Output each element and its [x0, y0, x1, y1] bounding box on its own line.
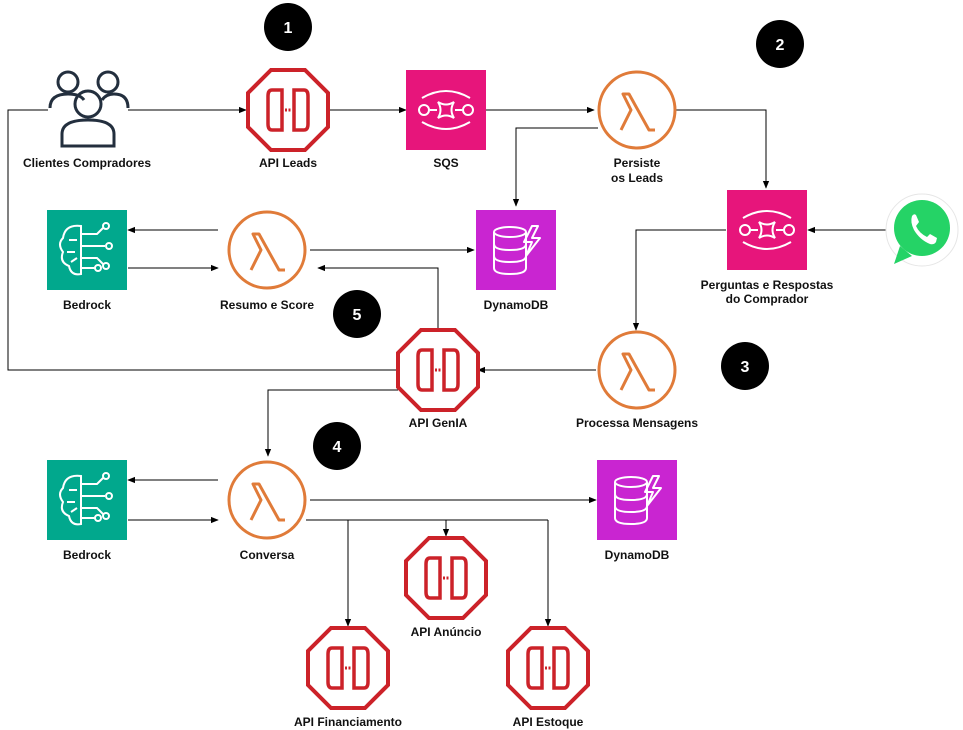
step-badge-3: 3 [721, 342, 769, 390]
api-estoque-node: API Estoque [506, 626, 590, 729]
step-badge-4: 4 [313, 422, 361, 470]
svg-text:3: 3 [741, 359, 750, 376]
edge-api-genia-resumo [317, 264, 439, 330]
step-badge-2: 2 [756, 20, 804, 68]
resumo-node: Resumo e Score [220, 210, 314, 312]
api-genia-label: API GenIA [409, 416, 468, 430]
conversa-node: Conversa [227, 460, 307, 562]
edges [7, 106, 886, 627]
users-icon [48, 70, 130, 148]
users-node: Clientes Compradores [23, 70, 151, 170]
sqs-label: SQS [433, 156, 458, 170]
bedrock-bottom-node: Bedrock [47, 460, 127, 562]
dynamo-top-node: DynamoDB [476, 210, 556, 312]
api-gateway-icon [506, 626, 590, 710]
bedrock-top-label: Bedrock [63, 298, 111, 312]
processa-label: Processa Mensagens [576, 416, 698, 430]
edge-api-genia-users [7, 109, 398, 371]
svg-text:1: 1 [284, 20, 293, 37]
persiste-label-2: os Leads [611, 171, 663, 185]
sqs-icon [406, 70, 486, 150]
api-leads-node: API Leads [246, 68, 330, 170]
lambda-icon [597, 330, 677, 410]
dynamodb-icon [597, 460, 677, 540]
api-estoque-label: API Estoque [513, 715, 584, 729]
api-gateway-icon [306, 626, 390, 710]
lambda-icon [227, 460, 307, 540]
bedrock-icon [47, 460, 127, 540]
conversa-label: Conversa [240, 548, 295, 562]
dynamo-bottom-label: DynamoDB [605, 548, 670, 562]
edge-perguntas-processa [632, 229, 726, 331]
api-financiamento-node: API Financiamento [294, 626, 402, 729]
api-genia-node: API GenIA [396, 328, 480, 430]
whatsapp-node [885, 193, 959, 267]
svg-text:2: 2 [776, 37, 785, 54]
svg-text:4: 4 [333, 439, 342, 456]
lambda-icon [597, 70, 677, 150]
api-financiamento-label: API Financiamento [294, 715, 402, 729]
sqs-node: SQS [406, 70, 486, 170]
users-label: Clientes Compradores [23, 156, 151, 170]
perguntas-label-2: do Comprador [726, 292, 809, 306]
edge-persiste-dynamo [512, 127, 598, 207]
perguntas-label-1: Perguntas e Respostas [701, 278, 834, 292]
api-gateway-icon [396, 328, 480, 412]
api-gateway-icon [246, 68, 330, 152]
dynamodb-icon [476, 210, 556, 290]
edge-api-genia-conversa [264, 389, 398, 457]
dynamo-top-label: DynamoDB [484, 298, 549, 312]
processa-node: Processa Mensagens [576, 330, 698, 430]
bedrock-icon [47, 210, 127, 290]
svg-text:5: 5 [353, 307, 362, 324]
whatsapp-icon [885, 193, 959, 267]
bedrock-top-node: Bedrock [47, 210, 127, 312]
dynamo-bottom-node: DynamoDB [597, 460, 677, 562]
api-anuncio-node: API Anúncio [404, 536, 488, 639]
persiste-node: Persiste os Leads [597, 70, 677, 185]
api-anuncio-label: API Anúncio [411, 625, 482, 639]
api-gateway-icon [404, 536, 488, 620]
lambda-icon [227, 210, 307, 290]
resumo-label: Resumo e Score [220, 298, 314, 312]
step-badge-5: 5 [333, 290, 381, 338]
api-leads-label: API Leads [259, 156, 317, 170]
bedrock-bottom-label: Bedrock [63, 548, 111, 562]
edge-persiste-perguntas [676, 109, 770, 189]
step-badge-1: 1 [264, 3, 312, 51]
sqs-icon [727, 190, 807, 270]
persiste-label-1: Persiste [614, 156, 661, 170]
perguntas-node: Perguntas e Respostas do Comprador [701, 190, 834, 306]
